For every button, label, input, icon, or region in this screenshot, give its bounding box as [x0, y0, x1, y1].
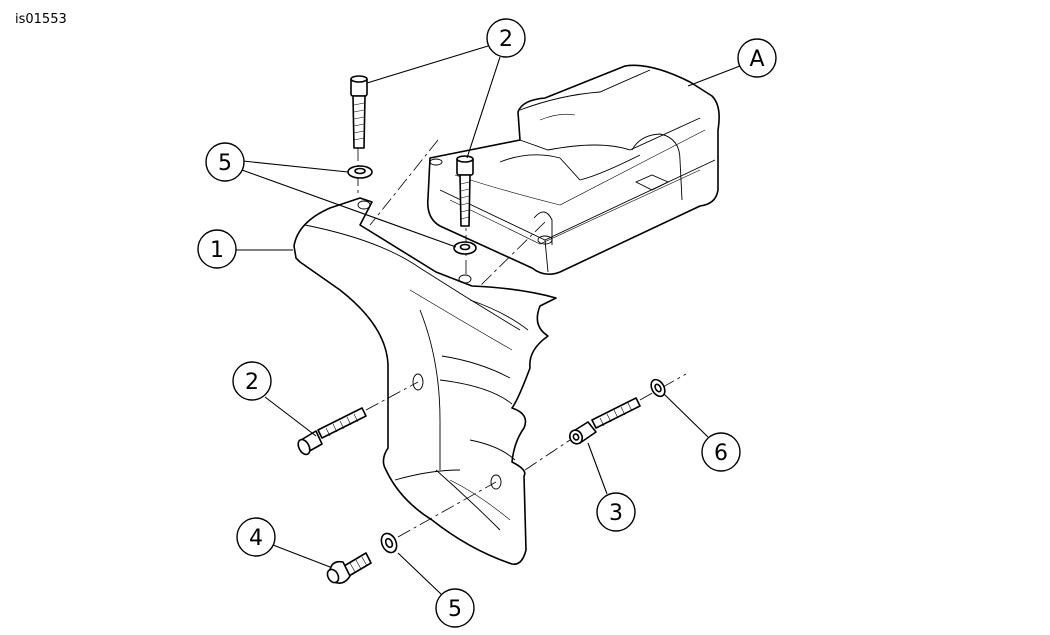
- callout-label: 3: [609, 501, 623, 526]
- callout-4: 4: [236, 517, 276, 557]
- callout-label: 2: [499, 27, 513, 52]
- callout-2-left: 2: [232, 361, 272, 401]
- button-head-screw: [326, 552, 372, 584]
- screw-top-right: [456, 155, 474, 227]
- figure-reference-code: is01553: [15, 12, 67, 27]
- callout-label: A: [749, 47, 764, 72]
- screw-left: [297, 407, 367, 456]
- alignment-lines: [357, 122, 687, 538]
- callout-label: 6: [714, 441, 728, 466]
- washer-top-left: [347, 165, 373, 179]
- component-1-bracket: [293, 197, 557, 566]
- callout-5-bottom: 5: [435, 588, 475, 628]
- callout-a: A: [737, 38, 777, 78]
- callout-label: 2: [245, 370, 259, 395]
- callout-6: 6: [701, 432, 741, 472]
- callout-label: 5: [218, 151, 232, 176]
- callout-label: 5: [448, 597, 462, 622]
- callout-1: 1: [197, 229, 237, 269]
- washer-top-right: [453, 241, 477, 255]
- callout-2-top: 2: [486, 18, 526, 58]
- washer-bottom: [380, 532, 398, 554]
- component-a-housing: [426, 64, 720, 276]
- screw-right: [568, 397, 641, 445]
- callout-label: 1: [210, 238, 224, 263]
- callout-5-top: 5: [205, 142, 245, 182]
- leader-lines: [236, 45, 741, 596]
- screw-top-left: [350, 75, 368, 149]
- callout-3: 3: [596, 492, 636, 532]
- callout-label: 4: [249, 526, 263, 551]
- washer-right: [650, 378, 666, 398]
